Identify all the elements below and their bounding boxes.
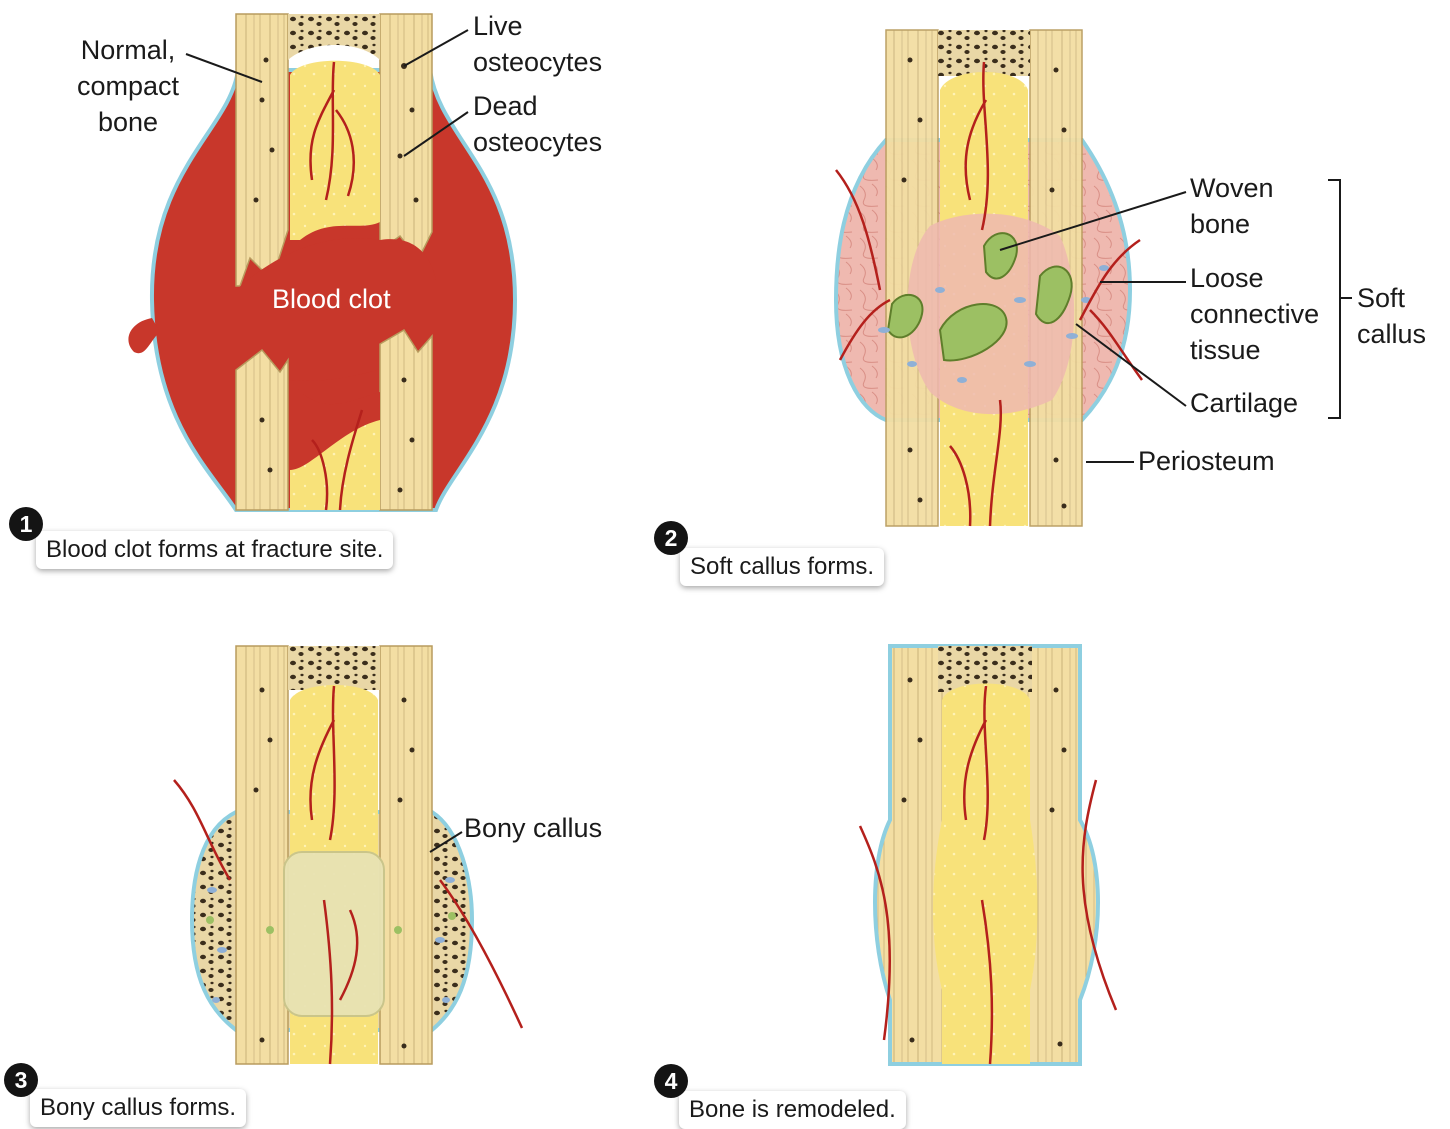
label-blood-clot: Blood clot bbox=[272, 281, 391, 317]
label-dead-osteocytes: Dead osteocytes bbox=[473, 88, 602, 160]
caption-step-3: Bony callus forms. bbox=[30, 1089, 246, 1127]
step-badge-4: 4 bbox=[654, 1064, 688, 1098]
panel-3-bony-callus bbox=[174, 646, 522, 1064]
compact-bone-lower-right bbox=[380, 330, 432, 510]
step-badge-2: 2 bbox=[654, 521, 688, 555]
label-soft-callus: Soft callus bbox=[1357, 280, 1426, 352]
compact-bone-upper-right bbox=[380, 14, 432, 260]
label-bony-callus: Bony callus bbox=[464, 810, 602, 846]
caption-step-1: Blood clot forms at fracture site. bbox=[36, 531, 393, 569]
compact-bone-lower-left bbox=[236, 350, 288, 510]
label-periosteum: Periosteum bbox=[1138, 443, 1275, 479]
step-badge-1: 1 bbox=[9, 507, 43, 541]
compact-bone-upper-left bbox=[236, 14, 288, 286]
label-cartilage: Cartilage bbox=[1190, 385, 1298, 421]
label-woven-bone: Woven bone bbox=[1190, 170, 1274, 242]
soft-callus-bracket bbox=[1328, 180, 1352, 418]
caption-step-4: Bone is remodeled. bbox=[679, 1091, 906, 1129]
label-live-osteocytes: Live osteocytes bbox=[473, 8, 602, 80]
step-badge-3: 3 bbox=[4, 1063, 38, 1097]
label-loose-connective-tissue: Loose connective tissue bbox=[1190, 260, 1319, 368]
label-normal-compact-bone: Normal, compact bone bbox=[64, 32, 192, 140]
caption-step-2: Soft callus forms. bbox=[680, 548, 884, 586]
panel-4-remodeled bbox=[860, 646, 1116, 1064]
healing-zone bbox=[284, 852, 384, 1016]
marrow-cavity-upper bbox=[290, 61, 380, 240]
